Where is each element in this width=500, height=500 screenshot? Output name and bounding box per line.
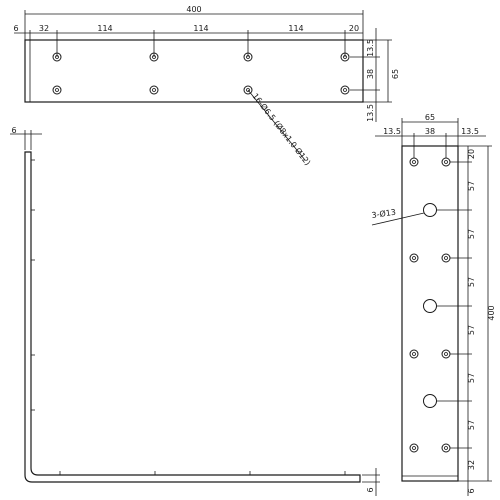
hole bbox=[441, 443, 451, 453]
dim-left-edge: 6 bbox=[13, 24, 18, 33]
large-hole-callout: 3-Ø13 bbox=[371, 207, 397, 220]
hole bbox=[409, 349, 419, 359]
dim-right-top: 13.5 bbox=[366, 39, 375, 57]
dim-bottom-margin: 32 bbox=[467, 460, 476, 470]
hole bbox=[441, 253, 451, 263]
side-view: 6 6 bbox=[10, 126, 380, 496]
large-hole bbox=[423, 203, 437, 217]
dim-end-margin: 20 bbox=[349, 24, 359, 33]
dim-end-overall: 400 bbox=[487, 305, 496, 320]
dim-top-margin: 20 bbox=[467, 149, 476, 159]
dim-center: 38 bbox=[425, 127, 435, 136]
dim-spacing-1: 114 bbox=[97, 24, 112, 33]
dim-first-hole: 32 bbox=[39, 24, 49, 33]
dim-spacing-3: 114 bbox=[288, 24, 303, 33]
end-view: 65 13.5 38 13.5 20 57 57 57 57 57 57 32 … bbox=[371, 113, 496, 496]
dim-spacing-2: 57 bbox=[467, 229, 476, 239]
hole bbox=[52, 85, 62, 95]
dim-spacing-3: 57 bbox=[467, 277, 476, 287]
dim-thickness-bottom: 6 bbox=[366, 487, 375, 492]
dim-overall-length: 400 bbox=[186, 5, 201, 14]
hole bbox=[409, 443, 419, 453]
hole bbox=[409, 253, 419, 263]
dim-thickness-top: 6 bbox=[11, 126, 16, 135]
dim-right-margin: 13.5 bbox=[461, 127, 479, 136]
dim-spacing-4: 57 bbox=[467, 325, 476, 335]
hole bbox=[243, 85, 253, 95]
end-view-large-holes bbox=[423, 203, 437, 408]
large-hole bbox=[423, 394, 437, 408]
dim-right-bottom: 13.5 bbox=[366, 104, 375, 122]
angle-profile bbox=[24, 151, 361, 483]
dim-right-mid: 38 bbox=[366, 69, 375, 79]
dim-height: 65 bbox=[391, 69, 400, 79]
top-view: 400 6 32 114 114 114 20 13.5 38 13.5 65 … bbox=[13, 5, 400, 167]
hole bbox=[441, 157, 451, 167]
end-view-small-holes bbox=[409, 157, 451, 453]
dim-spacing-1: 57 bbox=[467, 181, 476, 191]
hole bbox=[441, 349, 451, 359]
dim-spacing-2: 114 bbox=[193, 24, 208, 33]
dim-spacing-5: 57 bbox=[467, 373, 476, 383]
hole bbox=[149, 85, 159, 95]
end-view-plate bbox=[401, 145, 459, 482]
dim-left-margin: 13.5 bbox=[383, 127, 401, 136]
dim-spacing-6: 57 bbox=[467, 420, 476, 430]
top-view-plate bbox=[24, 39, 364, 103]
top-view-holes bbox=[52, 52, 350, 95]
large-hole bbox=[423, 299, 437, 313]
dim-end-thickness: 6 bbox=[467, 488, 476, 493]
hole bbox=[340, 85, 350, 95]
dim-width: 65 bbox=[425, 113, 435, 122]
hole bbox=[409, 157, 419, 167]
